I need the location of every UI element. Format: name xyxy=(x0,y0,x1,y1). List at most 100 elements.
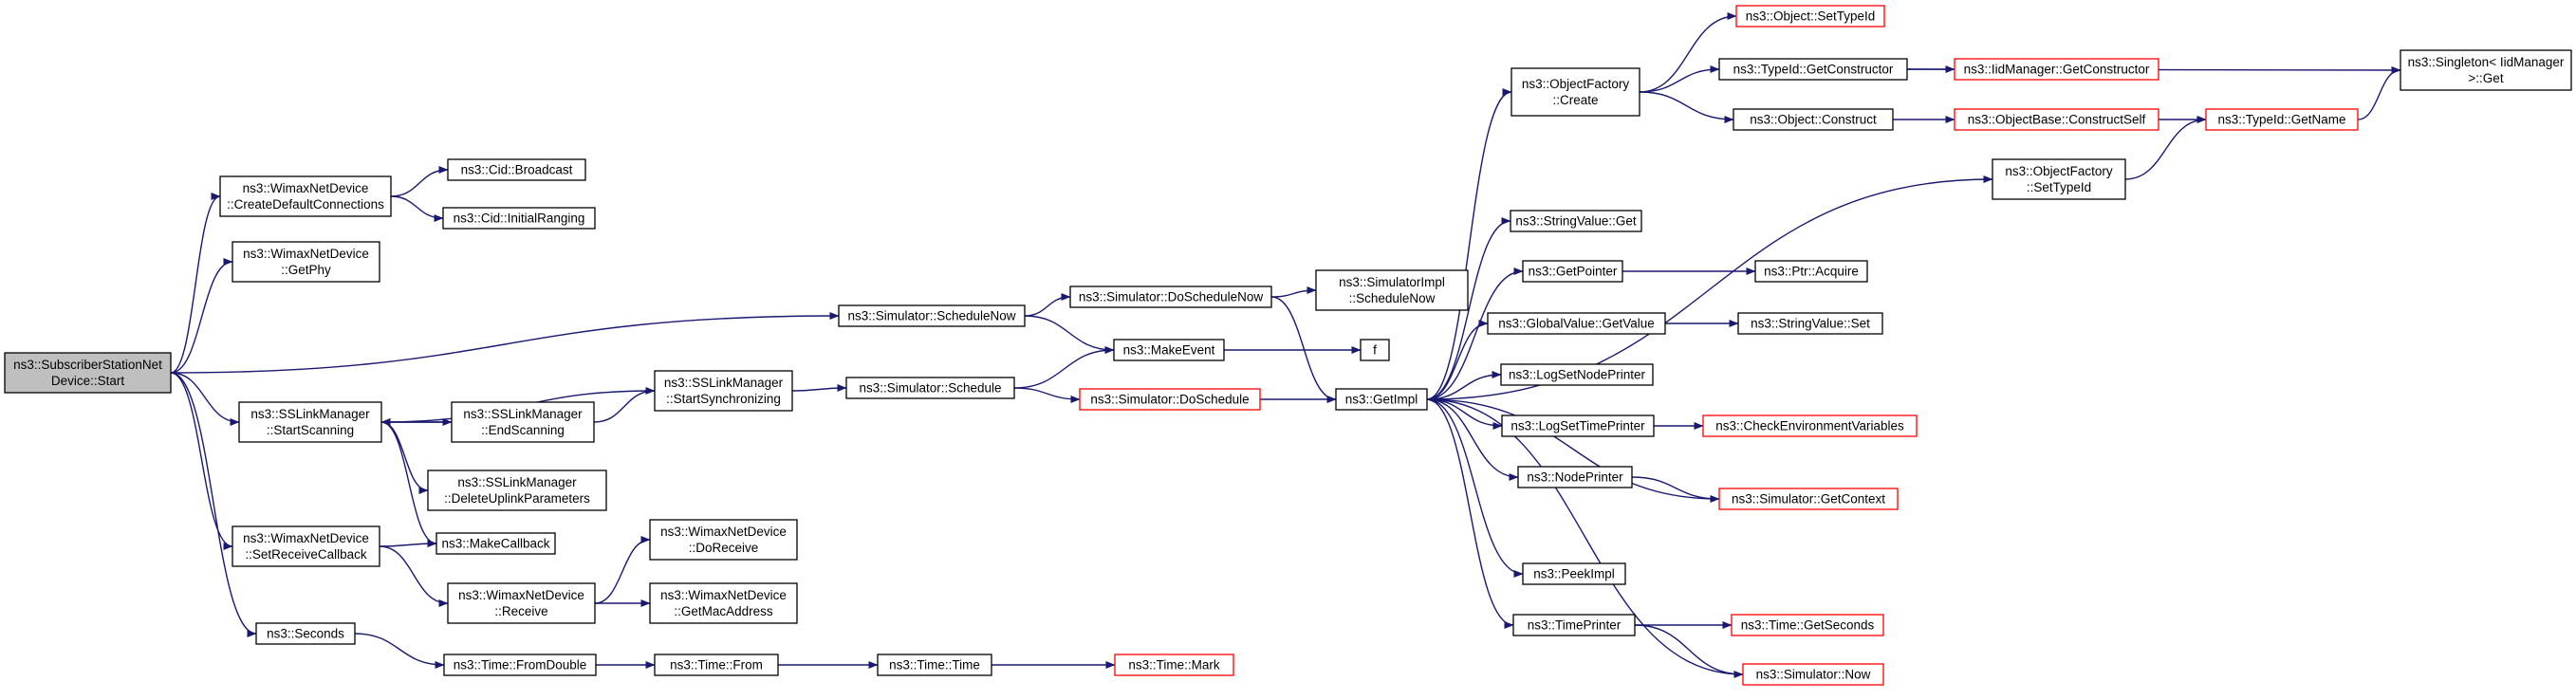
edge-sim_schednow-to-make_event xyxy=(1024,315,1115,354)
node-seconds[interactable]: ns3::Seconds xyxy=(255,622,356,645)
edge-timeprinter-to-sim_now xyxy=(1634,624,1744,678)
node-getimpl[interactable]: ns3::GetImpl xyxy=(1335,388,1428,411)
node-sslm-sync[interactable]: ns3::SSLinkManager::StartSynchronizing xyxy=(654,370,793,412)
edge-sslm_sync-to-sim_sched xyxy=(791,384,847,393)
node-check-env[interactable]: ns3::CheckEnvironmentVariables xyxy=(1702,414,1918,437)
edge-tid_getname-to-singleton_get xyxy=(2357,66,2401,120)
node-wnd-getphy[interactable]: ns3::WimaxNetDevice::GetPhy xyxy=(232,241,380,283)
node-sslm-start[interactable]: ns3::SSLinkManager::StartScanning xyxy=(238,401,382,443)
node-sv-get[interactable]: ns3::StringValue::Get xyxy=(1510,210,1642,232)
edge-getimpl-to-nodeprinter xyxy=(1426,398,1519,481)
node-box xyxy=(1735,5,1885,28)
node-wnd-getmac[interactable]: ns3::WimaxNetDevice::GetMacAddress xyxy=(649,582,798,624)
node-ptr-acquire[interactable]: ns3::Ptr::Acquire xyxy=(1754,260,1868,283)
node-label: ::Receive xyxy=(494,604,547,618)
node-box xyxy=(1114,654,1234,676)
node-sslm-del[interactable]: ns3::SSLinkManager::DeleteUplinkParamete… xyxy=(427,470,607,511)
node-gv-getvalue[interactable]: ns3::GlobalValue::GetValue xyxy=(1487,312,1666,335)
node-label: ::EndScanning xyxy=(481,423,565,437)
node-label: ns3::Singleton< IidManager xyxy=(2408,55,2565,69)
node-sim-schednow[interactable]: ns3::Simulator::ScheduleNow xyxy=(838,304,1026,327)
node-iid-getctor[interactable]: ns3::IidManager::GetConstructor xyxy=(1954,58,2159,81)
edge-getimpl-to-of_create xyxy=(1426,88,1512,400)
node-box xyxy=(1512,614,1636,636)
node-time-from[interactable]: ns3::Time::From xyxy=(654,654,779,676)
node-box xyxy=(1510,67,1640,117)
edge-sslm_end-to-sslm_sync xyxy=(593,387,656,423)
node-label: ns3::SubscriberStationNet xyxy=(13,358,162,372)
node-box xyxy=(1731,614,1884,636)
node-label: ns3::GlobalValue::GetValue xyxy=(1498,317,1655,331)
node-cid-ir[interactable]: ns3::Cid::InitialRanging xyxy=(442,207,596,230)
node-time-getsec[interactable]: ns3::Time::GetSeconds xyxy=(1731,614,1884,636)
node-label: ::CreateDefaultConnections xyxy=(227,197,384,212)
node-make-event[interactable]: ns3::MakeEvent xyxy=(1113,339,1225,361)
node-label: >::Get xyxy=(2468,71,2503,85)
node-sim-dosched[interactable]: ns3::Simulator::DoSchedule xyxy=(1079,388,1261,411)
node-label: f xyxy=(1373,343,1377,358)
edge-getimpl-to-gv_getvalue xyxy=(1426,320,1489,400)
node-ob-constructself[interactable]: ns3::ObjectBase::ConstructSelf xyxy=(1954,108,2159,131)
node-cid-bc[interactable]: ns3::Cid::Broadcast xyxy=(447,158,586,181)
edge-getimpl-to-timeprinter xyxy=(1426,398,1514,629)
node-sv-set[interactable]: ns3::StringValue::Set xyxy=(1737,312,1883,335)
node-wnd-setrcb[interactable]: ns3::WimaxNetDevice::SetReceiveCallback xyxy=(232,525,380,567)
node-sim-doschednow[interactable]: ns3::Simulator::DoScheduleNow xyxy=(1069,286,1272,308)
node-time-time[interactable]: ns3::Time::Time xyxy=(877,654,992,676)
node-of-settid[interactable]: ns3::ObjectFactory::SetTypeId xyxy=(1992,158,2126,200)
node-box xyxy=(838,304,1026,327)
node-singleton-get[interactable]: ns3::Singleton< IidManager >::Get xyxy=(2400,49,2572,91)
node-box xyxy=(427,470,607,511)
node-sslm-end[interactable]: ns3::SSLinkManager::EndScanning xyxy=(451,401,595,443)
node-tid-getctor[interactable]: ns3::TypeId::GetConstructor xyxy=(1718,58,1908,81)
node-peekimpl[interactable]: ns3::PeekImpl xyxy=(1522,562,1626,585)
node-box xyxy=(1992,158,2126,200)
node-label: ns3::StringValue::Set xyxy=(1751,317,1870,331)
node-label: ns3::TimePrinter xyxy=(1528,618,1622,633)
node-label: ns3::ObjectFactory xyxy=(1522,77,1630,91)
node-sim-sched[interactable]: ns3::Simulator::Schedule xyxy=(845,377,1015,399)
node-wnd-dorecv[interactable]: ns3::WimaxNetDevice::DoReceive xyxy=(649,519,798,561)
node-time-fromdouble[interactable]: ns3::Time::FromDouble xyxy=(443,654,597,676)
node-box xyxy=(1954,58,2159,81)
node-nodeprinter[interactable]: ns3::NodePrinter xyxy=(1517,466,1633,488)
node-label: ns3::Object::Construct xyxy=(1750,113,1877,127)
node-box xyxy=(4,352,172,394)
node-log-snp[interactable]: ns3::LogSetNodePrinter xyxy=(1500,363,1654,386)
node-make-cb[interactable]: ns3::MakeCallback xyxy=(436,532,556,555)
node-label: ns3::WimaxNetDevice xyxy=(243,531,369,545)
node-box xyxy=(1079,388,1261,411)
node-box xyxy=(1742,663,1884,686)
edge-root-to-wnd_cdc xyxy=(170,193,221,374)
node-label: ns3::NodePrinter xyxy=(1527,470,1623,485)
node-box xyxy=(1517,466,1633,488)
node-box xyxy=(1500,363,1654,386)
node-sim-getctx[interactable]: ns3::Simulator::GetContext xyxy=(1718,488,1899,510)
node-of-create[interactable]: ns3::ObjectFactory::Create xyxy=(1510,67,1640,117)
node-time-mark[interactable]: ns3::Time::Mark xyxy=(1114,654,1234,676)
node-obj-construct[interactable]: ns3::Object::Construct xyxy=(1733,108,1894,131)
edge-seconds-to-time_fromdouble xyxy=(354,633,445,669)
node-box xyxy=(451,401,595,443)
node-box xyxy=(1702,414,1918,437)
edge-root-to-sim_schednow xyxy=(170,312,840,374)
node-f[interactable]: f xyxy=(1360,339,1390,361)
node-label: ns3::Simulator::DoSchedule xyxy=(1090,393,1249,407)
node-label: ns3::Time::Mark xyxy=(1128,658,1220,672)
node-box xyxy=(447,158,586,181)
edge-wnd_cdc-to-cid_bc xyxy=(390,166,449,197)
node-log-stp[interactable]: ns3::LogSetTimePrinter xyxy=(1501,414,1655,437)
node-box xyxy=(1510,210,1642,232)
node-wnd-recv[interactable]: ns3::WimaxNetDevice::Receive xyxy=(447,582,596,624)
node-getpointer[interactable]: ns3::GetPointer xyxy=(1522,260,1623,283)
node-simimpl-schednow[interactable]: ns3::SimulatorImpl::ScheduleNow xyxy=(1315,269,1469,311)
node-timeprinter[interactable]: ns3::TimePrinter xyxy=(1512,614,1636,636)
node-tid-getname[interactable]: ns3::TypeId::GetName xyxy=(2205,108,2359,131)
node-box xyxy=(1954,108,2159,131)
node-obj-settid[interactable]: ns3::Object::SetTypeId xyxy=(1735,5,1885,28)
node-wnd-cdc[interactable]: ns3::WimaxNetDevice::CreateDefaultConnec… xyxy=(219,175,392,217)
node-label: ns3::WimaxNetDevice xyxy=(243,181,369,195)
node-sim-now[interactable]: ns3::Simulator::Now xyxy=(1742,663,1884,686)
node-box xyxy=(654,370,793,412)
